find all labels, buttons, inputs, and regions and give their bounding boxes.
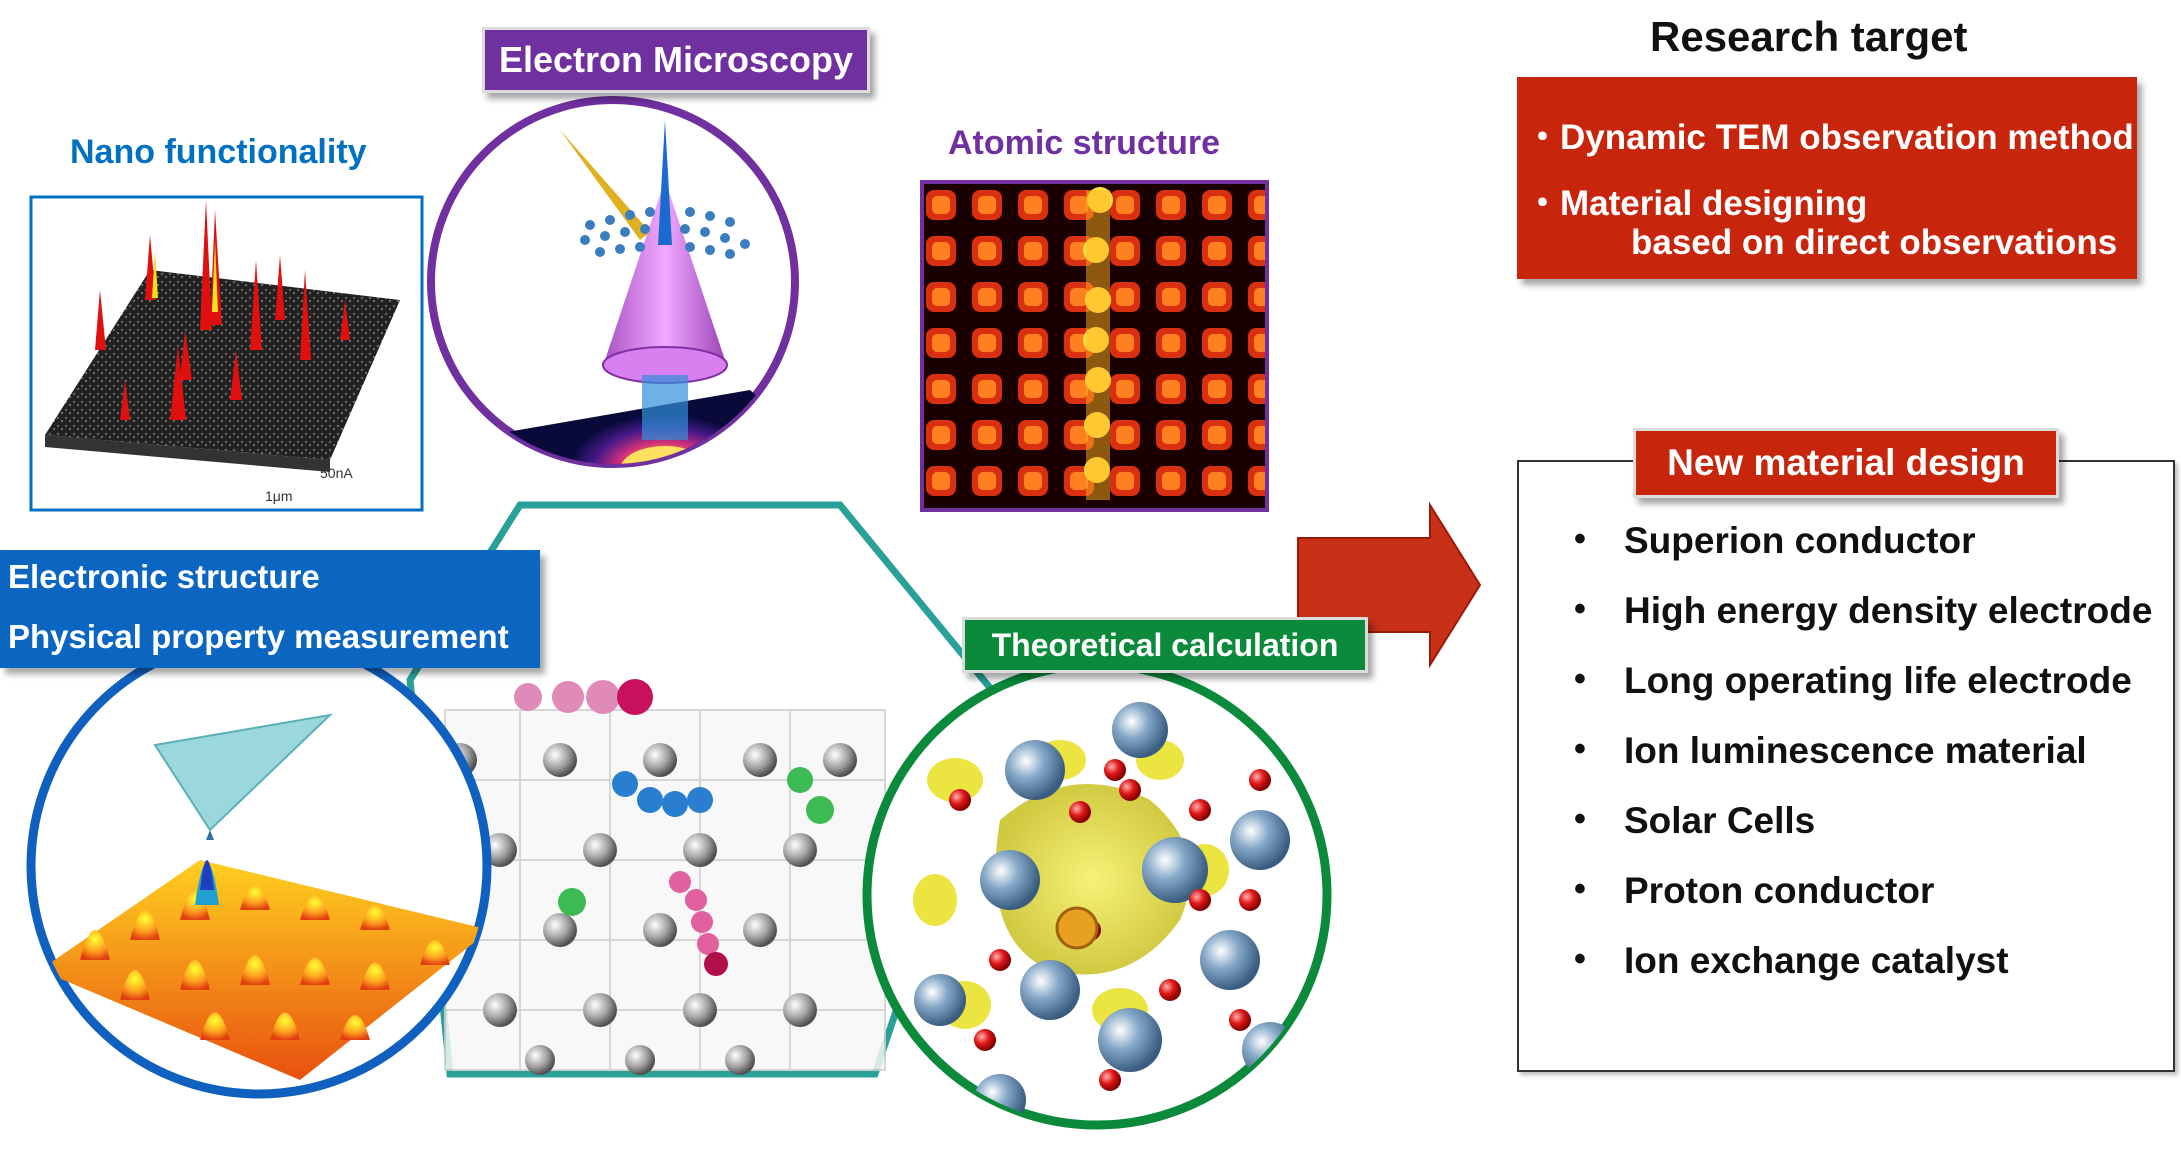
electron-microscopy-text: Electron Microscopy: [498, 39, 854, 80]
design-item: Ion luminescence material: [1574, 730, 2152, 800]
electronic-structure-text: Electronic structure: [8, 558, 320, 595]
electron-microscopy-label: Electron Microscopy: [482, 27, 870, 93]
design-item: Proton conductor: [1574, 870, 2152, 940]
theoretical-calculation-label: Theoretical calculation: [962, 617, 1368, 673]
new-material-title-box: New material design: [1633, 428, 2059, 498]
design-item: Ion exchange catalyst: [1574, 940, 2152, 1010]
new-material-title: New material design: [1667, 442, 2025, 483]
theoretical-calculation-text: Theoretical calculation: [991, 627, 1339, 663]
research-item-3: based on direct observations: [1631, 223, 2118, 262]
nano-plot-x-label: 1μm: [265, 488, 293, 504]
nano-functionality-heading: Nano functionality: [70, 133, 367, 171]
design-item: Long operating life electrode: [1574, 660, 2152, 730]
research-target-box: ・Dynamic TEM observation method ・Materia…: [1517, 77, 2137, 279]
design-list: Superion conductor High energy density e…: [1574, 520, 2152, 1010]
research-item-2: ・Material designing: [1525, 184, 1868, 223]
nano-plot-z-label: 50nA: [320, 465, 353, 481]
physical-property-text: Physical property measurement: [8, 618, 509, 655]
research-target-title: Research target: [1650, 13, 1968, 60]
research-item-1: ・Dynamic TEM observation method: [1525, 118, 2134, 157]
design-item: Superion conductor: [1574, 520, 2152, 590]
design-item: Solar Cells: [1574, 800, 2152, 870]
design-item: High energy density electrode: [1574, 590, 2152, 660]
electronic-structure-box: Electronic structure Physical property m…: [0, 550, 540, 668]
atomic-structure-heading: Atomic structure: [948, 124, 1221, 162]
